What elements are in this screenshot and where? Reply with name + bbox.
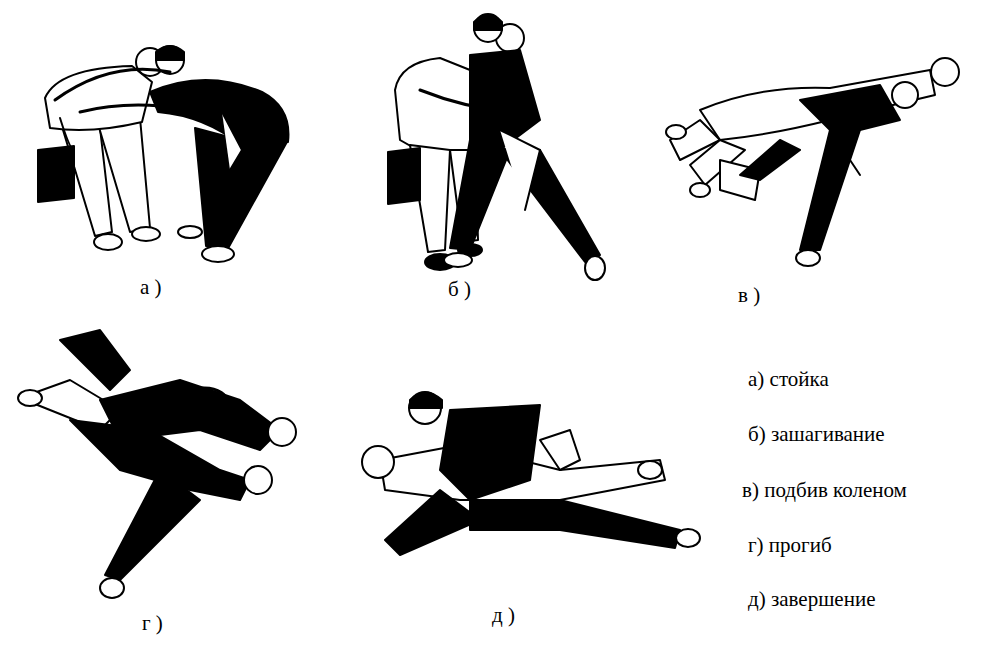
figure-part [362,446,394,478]
figure-part [638,461,662,479]
figure-part [796,250,820,266]
figure-part [18,14,959,598]
finish-figures [362,392,700,555]
figure-part [666,125,686,139]
figure-part [60,118,74,150]
step-in-figures [388,14,605,280]
back-bend-figures [18,330,296,598]
figure-part [98,118,150,232]
figure-part [388,148,420,204]
figure-part [385,490,480,555]
panel-letter: в ) [738,284,760,307]
step-caption: г) прогиб [748,534,832,557]
figure-part [540,430,580,470]
panel-letter: а ) [140,276,162,299]
figure-part [410,393,442,409]
figure-part [80,105,230,120]
figure-part [94,234,122,250]
figure-part [18,390,42,406]
figure-part [105,470,200,580]
step-caption: д) завершение [748,588,875,611]
figure-part [700,70,935,140]
figure-part [444,253,472,267]
figure-part [156,46,184,60]
panel-letter: д ) [492,604,515,627]
panel-letter: г ) [142,612,163,635]
panel-letter: б ) [448,278,471,301]
figure-part [190,388,235,420]
figure-part [132,227,160,241]
figure-part [840,120,860,175]
figure-part [222,112,242,170]
figure-part [268,418,296,446]
figure-part [690,183,710,197]
step-caption: б) зашагивание [748,423,885,446]
figure-part [395,58,470,153]
figure-part [440,405,540,500]
step-caption: в) подбив коленом [742,479,907,502]
figure-part [38,146,74,202]
figure-part [800,130,860,250]
figure-part [409,392,441,424]
figure-part [474,14,502,42]
step-caption: а) стойка [748,368,829,391]
figure-part [500,130,540,210]
figure-part [202,246,234,262]
figure-part [800,85,900,130]
knee-strike-figures [666,58,959,266]
figure-part [100,578,124,598]
figure-part [450,140,510,250]
figure-part [892,82,918,108]
figure-part [740,140,800,180]
figure-part [244,466,272,494]
figure-part [931,58,959,86]
figure-part [474,15,502,30]
figure-part [676,529,700,547]
stance-figures [38,46,288,262]
figure-part [585,256,605,280]
figure-part [55,69,170,100]
figure-part [178,226,202,238]
figure-part [470,500,680,548]
figure-part [420,90,520,112]
